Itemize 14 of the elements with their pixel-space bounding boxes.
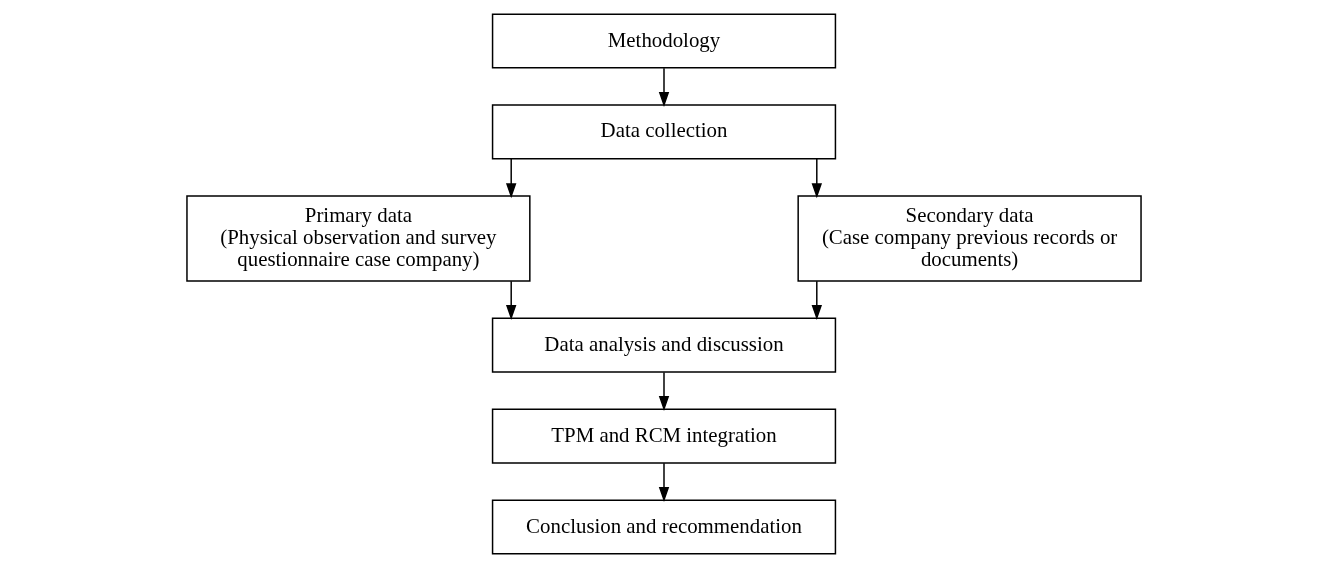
arrow — [505, 280, 517, 320]
arrow — [811, 158, 822, 199]
arrow — [658, 371, 670, 412]
node-box: TPM and RCM integration — [491, 408, 837, 464]
node-box: Conclusion and recommendation — [491, 499, 837, 555]
node-box: Primary data (Physical observation and survey questionnaire case company) — [186, 195, 531, 282]
arrow — [658, 462, 670, 502]
node-box: Data collection — [491, 104, 837, 160]
arrow — [811, 280, 822, 320]
node-box: Data analysis and discussion — [491, 317, 837, 373]
node-box: Secondary data (Case company previous records or documents) — [797, 195, 1142, 282]
arrow — [658, 67, 670, 107]
arrow — [505, 158, 517, 199]
node-box: Methodology — [491, 13, 837, 69]
